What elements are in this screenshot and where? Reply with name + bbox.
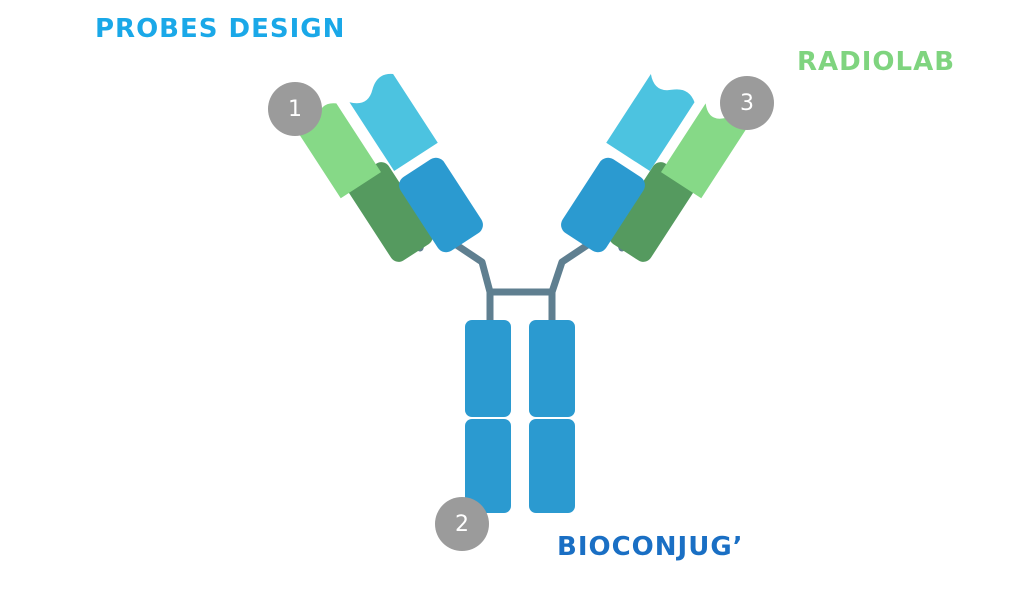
radiolab-label: RADIOLAB [797,47,956,77]
right-ch3-domain [529,419,575,513]
left-ch2-domain [465,320,511,417]
badge-3: 3 [720,76,774,130]
right-heavy-chain-ch1 [561,157,645,253]
fc-stem [465,320,575,513]
left-ch3-domain [465,419,511,513]
left-light-chain-constant [347,162,433,262]
right-light-chain-constant [609,162,695,262]
right-arm [561,73,746,262]
badge-1: 1 [268,82,322,136]
badge-2: 2 [435,497,489,551]
right-heavy-chain-variable [606,73,695,172]
right-light-chain-variable [660,103,746,199]
left-heavy-chain-ch1 [399,157,483,253]
right-hinge-line [548,238,596,326]
left-heavy-chain-variable [349,73,438,172]
right-ch2-domain [529,320,575,417]
left-light-chain-variable [296,103,382,199]
left-arm [296,73,483,262]
left-hinge-line [448,238,494,326]
probes-design-label: PROBES DESIGN [95,14,346,44]
bioconjug-label: BIOCONJUG’ [557,532,744,562]
